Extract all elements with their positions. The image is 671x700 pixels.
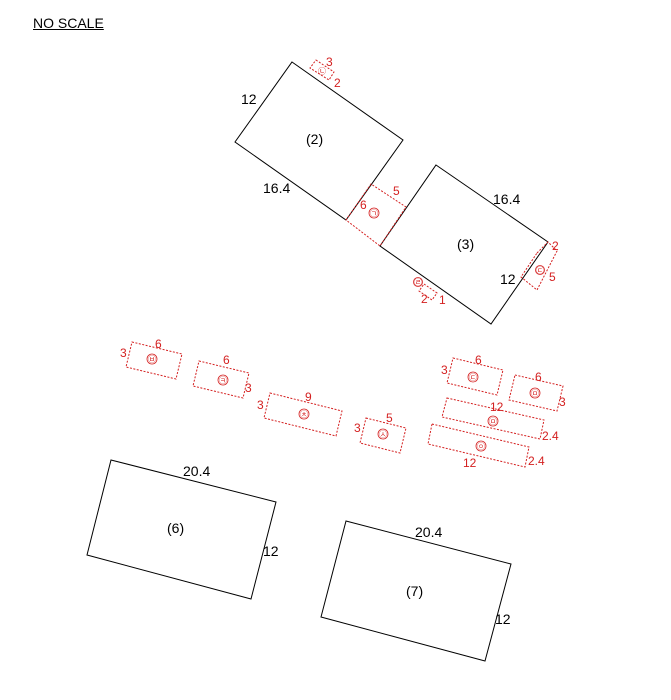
extra-part-2-marker [217,374,229,386]
extra-part-2-id: ㉪ [219,376,227,385]
extra-part-8-id: ㉧ [477,442,485,451]
extra-part-3-outline [263,392,343,437]
extra-part-4-id: ㉦ [379,430,387,439]
connector-part-marker [368,207,380,219]
extra-part-6-marker [529,387,541,399]
extra-part-4-outline [359,417,407,454]
extra-part-4-dim-b: 3 [354,421,361,435]
connector-part-id: ㉠ [370,209,378,218]
right-side-part-outline [520,241,558,291]
extra-part-8-dim-a: 12 [463,456,477,470]
panel-3-short-dim: 12 [500,271,516,287]
extra-part-1-marker [146,353,158,365]
extra-part-1-dim-b: 3 [120,346,127,360]
connector-part-outline [345,183,407,247]
extra-part-5-dim-b: 3 [441,363,448,377]
extra-part-2-outline [192,360,250,399]
top-small-part-dim-a: 3 [326,55,333,69]
extra-part-6-id: ㉤ [531,389,539,398]
panel-2-label: (2) [306,131,323,147]
extra-part-2-dim-b: 3 [245,381,252,395]
panel-7-outline [320,520,512,662]
panel-2-long-dim: 16.4 [263,180,290,196]
extra-part-3-dim-a: 9 [305,390,312,404]
extra-part-5-dim-a: 6 [475,353,482,367]
top-small-part-id: ㉡ [318,67,326,76]
extra-part-5-id: ㉢ [469,373,477,382]
extra-part-8-marker [475,440,487,452]
bottom-small-part-id: ㉣ [414,278,422,287]
extra-part-7-dim-b: 2.4 [542,429,559,443]
top-small-part-outline [309,59,335,81]
top-small-part-dim-b: 2 [334,76,341,90]
panel-6-label: (6) [167,520,184,536]
extra-part-5-outline [446,357,504,396]
extra-part-7-outline [441,397,545,440]
extra-part-2-dim-a: 6 [223,353,230,367]
panel-3-outline [379,164,549,325]
extra-part-1-outline [125,341,183,380]
bottom-small-part-outline [418,283,438,301]
extra-part-8-outline [427,423,530,468]
connector-part-dim-a: 6 [360,198,367,212]
extra-part-5-marker [467,371,479,383]
extra-part-3-marker [298,408,310,420]
panel-6-long-dim: 20.4 [183,463,210,479]
extra-part-7-marker [487,415,499,427]
no-scale-title: NO SCALE [33,15,104,31]
connector-part-dim-b: 5 [393,184,400,198]
extra-part-8-dim-b: 2.4 [528,454,545,468]
bottom-small-part-dim-a: 2 [421,292,428,306]
panel-7-short-dim: 12 [495,611,511,627]
panel-7-label: (7) [406,583,423,599]
extra-part-3-id: ㉩ [300,410,308,419]
extra-part-6-dim-b: 3 [559,395,566,409]
extra-part-1-dim-a: 6 [155,337,162,351]
right-side-part-dim-b: 5 [549,270,556,284]
bottom-small-part-dim-b: 1 [439,293,446,307]
extra-part-7-id: ㉤ [489,417,497,426]
extra-part-4-marker [377,428,389,440]
right-side-part-id: ㉢ [536,266,544,275]
extra-part-6-outline [508,374,564,412]
bottom-small-part-marker [413,277,423,287]
panel-6-short-dim: 12 [263,543,279,559]
panel-2-short-dim: 12 [241,91,257,107]
panel-3-label: (3) [457,236,474,252]
extra-part-1-id: ㉥ [148,355,156,364]
right-side-part-marker [535,265,545,275]
panel-6-outline [86,459,277,600]
panel-7-long-dim: 20.4 [415,524,442,540]
panel-3-long-dim: 16.4 [493,191,520,207]
extra-part-7-dim-a: 12 [490,400,504,414]
right-side-part-dim-a: 2 [552,239,559,253]
extra-part-4-dim-a: 5 [386,411,393,425]
extra-part-6-dim-a: 6 [535,370,542,384]
extra-part-3-dim-b: 3 [257,398,264,412]
